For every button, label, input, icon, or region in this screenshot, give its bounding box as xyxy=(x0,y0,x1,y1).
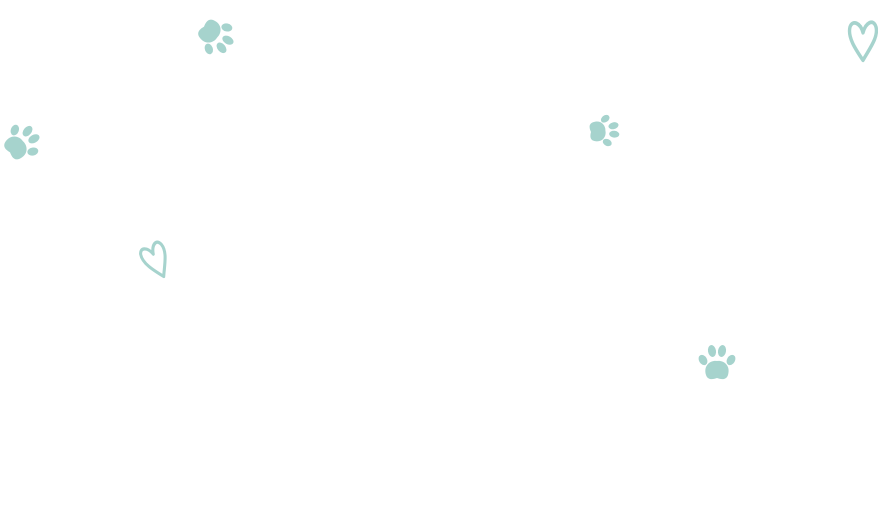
paw-print-icon xyxy=(190,10,243,64)
heart-outline-icon xyxy=(847,20,878,63)
heart-outline-icon xyxy=(136,238,177,284)
paw-print-icon xyxy=(0,115,49,169)
paw-print-icon xyxy=(588,112,621,150)
paw-print-icon xyxy=(696,344,738,380)
